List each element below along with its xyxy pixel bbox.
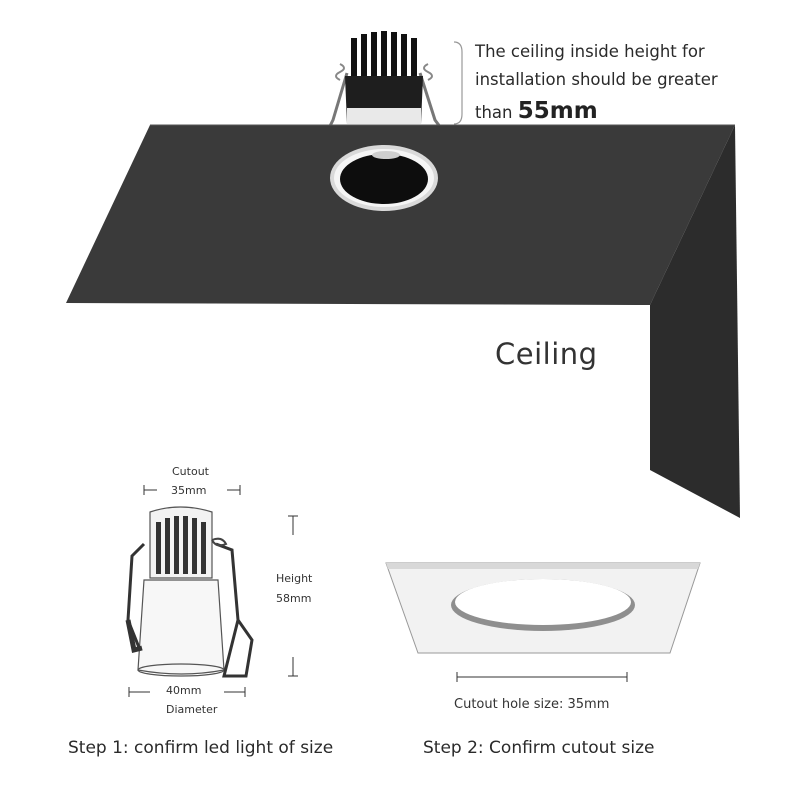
- install-note-height-value: 55mm: [517, 98, 598, 124]
- cutout-plate-illustration: [385, 562, 701, 654]
- diameter-label: Diameter: [166, 703, 218, 716]
- cutout-hole-caption: Cutout hole size: 35mm: [454, 697, 610, 712]
- step-1-label: Step 1: confirm led light of size: [68, 738, 334, 758]
- install-note-line-2: installation should be greater: [475, 70, 718, 89]
- cutout-label: Cutout: [172, 465, 209, 478]
- cutout-dimension-line: [143, 485, 241, 495]
- height-value: 58mm: [276, 592, 312, 605]
- install-note-prefix: than: [475, 103, 513, 122]
- cutout-hole-dimension-line: [456, 672, 628, 682]
- height-dimension-line: [288, 515, 298, 677]
- note-bracket: [453, 41, 463, 125]
- diameter-dimension-line: [128, 687, 246, 697]
- install-note-line-1: The ceiling inside height for: [475, 42, 705, 61]
- height-label: Height: [276, 572, 313, 585]
- install-note-line-3: than 55mm: [475, 98, 598, 124]
- step-2-label: Step 2: Confirm cutout size: [423, 738, 655, 758]
- cutout-value: 35mm: [171, 484, 207, 497]
- led-downlight-illustration: [125, 506, 254, 678]
- downlight-top-illustration: [327, 31, 443, 129]
- ceiling-label: Ceiling: [495, 337, 598, 371]
- downlight-trim-ring: [330, 145, 438, 211]
- diameter-value: 40mm: [166, 684, 202, 697]
